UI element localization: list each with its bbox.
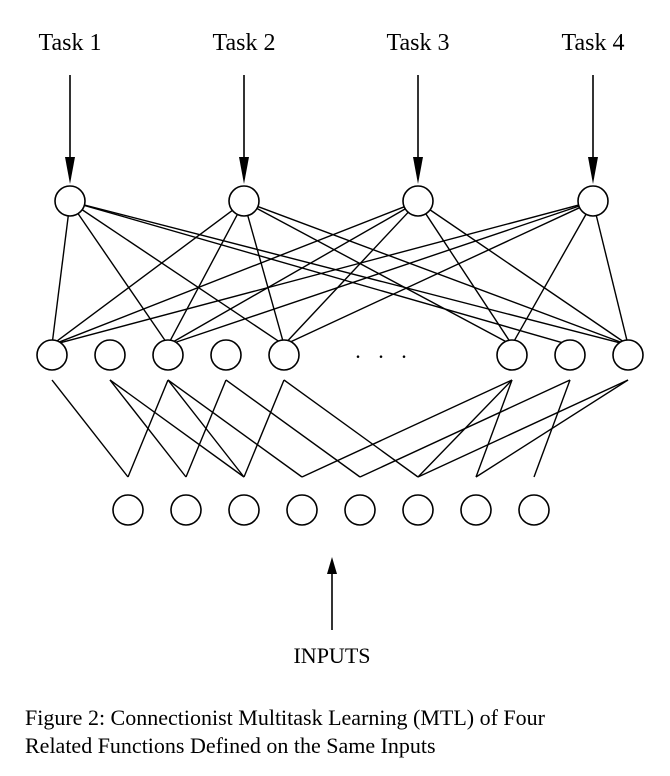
edge-output-hidden xyxy=(429,209,626,344)
edge-output-hidden xyxy=(425,213,511,342)
task-arrow-3 xyxy=(413,75,423,184)
figure-caption: Figure 2: Connectionist Multitask Learni… xyxy=(25,704,665,760)
task-arrow-2 xyxy=(239,75,249,184)
hidden-node xyxy=(496,339,528,371)
edge-output-hidden xyxy=(55,204,579,345)
edge-hidden-input xyxy=(51,379,129,478)
hidden-node xyxy=(612,339,644,371)
input-node xyxy=(286,494,318,526)
hidden-node xyxy=(268,339,300,371)
output-node-3 xyxy=(402,185,434,217)
input-node xyxy=(460,494,492,526)
edge-output-hidden xyxy=(513,213,587,342)
edge-output-hidden xyxy=(81,209,282,344)
edge-hidden-input xyxy=(243,379,285,478)
hidden-node xyxy=(554,339,586,371)
task-arrow-4 xyxy=(588,75,598,184)
hidden-node xyxy=(94,339,126,371)
hidden-node xyxy=(210,339,242,371)
input-node xyxy=(170,494,202,526)
output-node-2 xyxy=(228,185,260,217)
input-node xyxy=(402,494,434,526)
edge-output-hidden xyxy=(77,213,167,343)
edge-output-hidden xyxy=(595,215,628,342)
hidden-node xyxy=(36,339,68,371)
task-labels: Task 1 Task 2 Task 3 Task 4 xyxy=(39,30,625,56)
output-hidden-edges xyxy=(51,204,628,345)
inputs-arrow-head xyxy=(327,557,337,574)
edge-hidden-input xyxy=(417,379,513,478)
edge-output-hidden xyxy=(247,215,284,342)
inputs-arrow xyxy=(327,557,337,630)
edge-hidden-input xyxy=(127,379,169,478)
edge-output-hidden xyxy=(256,207,509,344)
edge-hidden-input xyxy=(417,379,629,478)
input-node xyxy=(518,494,550,526)
edge-output-hidden xyxy=(84,204,567,345)
edge-hidden-input xyxy=(225,379,361,478)
caption-line-1: Figure 2: Connectionist Multitask Learni… xyxy=(25,705,545,730)
edge-hidden-input xyxy=(301,379,513,478)
edge-output-hidden xyxy=(51,215,69,342)
output-node-4 xyxy=(577,185,609,217)
edge-output-hidden xyxy=(171,205,580,345)
edge-hidden-input xyxy=(109,379,245,478)
task-label-3: Task 3 xyxy=(387,30,450,56)
input-node xyxy=(112,494,144,526)
edge-hidden-input xyxy=(475,379,513,478)
edge-output-hidden xyxy=(54,209,233,344)
caption-line-2: Related Functions Defined on the Same In… xyxy=(25,733,436,758)
task-label-1: Task 1 xyxy=(39,30,102,56)
edge-output-hidden xyxy=(257,205,625,345)
edge-output-hidden xyxy=(55,206,405,345)
input-node xyxy=(344,494,376,526)
task-label-2: Task 2 xyxy=(213,30,276,56)
edge-output-hidden xyxy=(287,207,580,344)
edge-output-hidden xyxy=(286,211,409,343)
edge-output-hidden xyxy=(169,214,238,342)
inputs-label: INPUTS xyxy=(293,643,370,668)
input-hidden-edges xyxy=(51,379,629,478)
edge-output-hidden xyxy=(171,208,406,344)
task-arrow-1 xyxy=(65,75,75,184)
network-nodes xyxy=(36,185,644,526)
edge-hidden-input xyxy=(167,379,245,478)
edge-hidden-input xyxy=(283,379,419,478)
hidden-node xyxy=(152,339,184,371)
edge-hidden-input xyxy=(167,379,303,478)
task-arrows xyxy=(65,75,598,184)
edge-output-hidden xyxy=(84,204,625,345)
hidden-layer-ellipsis: . . . xyxy=(355,338,413,363)
task-label-4: Task 4 xyxy=(562,30,625,56)
output-node-1 xyxy=(54,185,86,217)
input-node xyxy=(228,494,260,526)
edge-hidden-input xyxy=(475,379,629,478)
